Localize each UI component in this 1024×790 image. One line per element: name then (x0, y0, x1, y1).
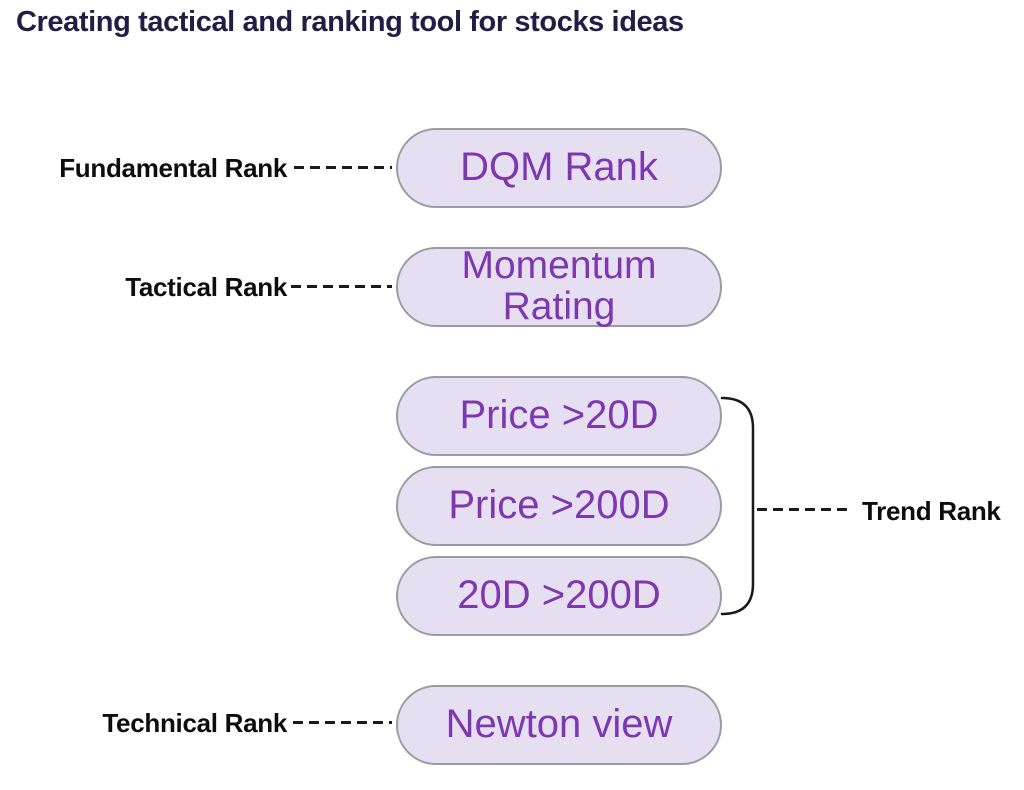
node-price-gt-200d-label: Price >200D (448, 483, 670, 528)
node-price-gt-200d: Price >200D (396, 466, 722, 546)
label-trend-rank: Trend Rank (862, 496, 1001, 526)
node-momentum-rating: Momentum Rating (396, 244, 722, 328)
node-price-gt-20d-label: Price >20D (459, 393, 659, 438)
node-dqm-rank: DQM Rank (396, 128, 722, 208)
node-price-gt-20d: Price >20D (396, 376, 722, 456)
node-20d-gt-200d: 20D >200D (396, 556, 722, 636)
page-title: Creating tactical and ranking tool for s… (16, 6, 684, 38)
label-technical-rank: Technical Rank (102, 708, 287, 738)
node-newton-view: Newton view (396, 685, 722, 765)
node-momentum-rating-label: Momentum Rating (461, 244, 657, 328)
connector-trend (757, 508, 850, 511)
connector-technical (293, 721, 392, 724)
label-fundamental-rank: Fundamental Rank (59, 153, 287, 183)
node-newton-view-label: Newton view (445, 702, 673, 747)
trend-group-bracket (720, 396, 755, 616)
label-tactical-rank: Tactical Rank (125, 272, 287, 302)
node-20d-gt-200d-label: 20D >200D (457, 573, 661, 618)
node-dqm-rank-label: DQM Rank (460, 145, 658, 190)
connector-fundamental (294, 166, 392, 169)
connector-tactical (291, 285, 392, 288)
